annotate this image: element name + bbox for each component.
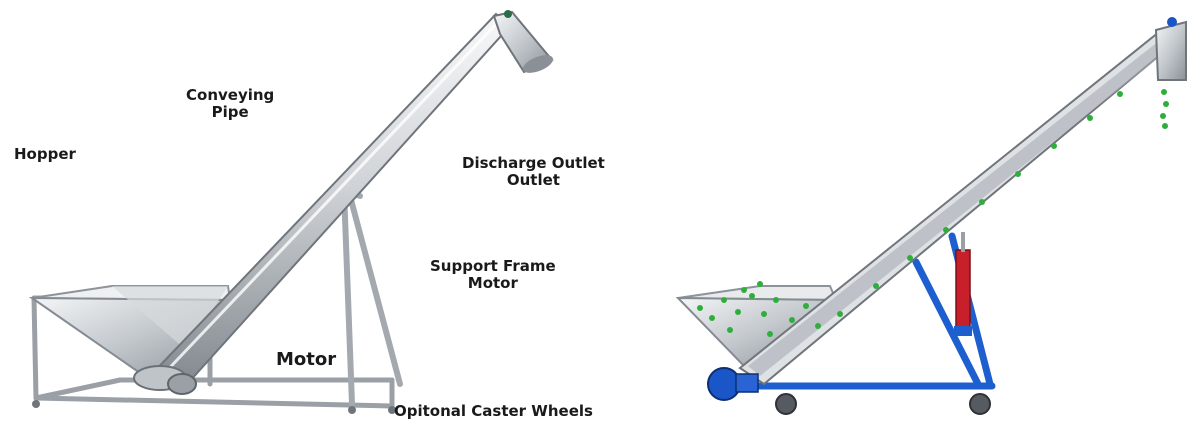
discharge-outlet bbox=[492, 10, 554, 74]
right-motor bbox=[707, 367, 759, 401]
discharge-label-line2: Outlet bbox=[506, 170, 560, 189]
caster-wheels bbox=[32, 400, 396, 414]
left-conveyor bbox=[28, 10, 554, 414]
motor bbox=[133, 365, 197, 395]
conveying-pipe-label-line2: Pipe bbox=[211, 102, 249, 121]
support-label-line1: Support Frame bbox=[430, 257, 556, 275]
conveying-pipe-label: Conveying Pipe bbox=[186, 87, 274, 120]
hopper-label-text: Hopper bbox=[14, 145, 76, 163]
right-conveyor bbox=[675, 17, 1187, 415]
conveying-pipe bbox=[148, 12, 512, 394]
right-caster-wheels bbox=[775, 393, 991, 415]
hydraulic-cylinder bbox=[954, 232, 972, 336]
caster-label-text: Opitonal Caster Wheels bbox=[394, 402, 593, 420]
support-frame bbox=[341, 187, 403, 407]
caster-wheels-label: Opitonal Caster Wheels bbox=[394, 403, 593, 420]
conveying-pipe-label-line1: Conveying bbox=[186, 86, 275, 104]
hopper-label: Hopper bbox=[14, 146, 76, 163]
support-frame-label: Support Frame Motor bbox=[430, 258, 556, 291]
conveyed-material bbox=[697, 89, 1169, 337]
support-label-line2: Motor bbox=[467, 273, 518, 292]
motor-label-text: Motor bbox=[276, 349, 337, 370]
discharge-label-line1: Discharge Outlet bbox=[462, 154, 605, 172]
right-discharge-outlet bbox=[1154, 17, 1187, 81]
discharge-outlet-label: Discharge Outlet Outlet bbox=[462, 155, 605, 188]
motor-label: Motor bbox=[276, 350, 336, 370]
